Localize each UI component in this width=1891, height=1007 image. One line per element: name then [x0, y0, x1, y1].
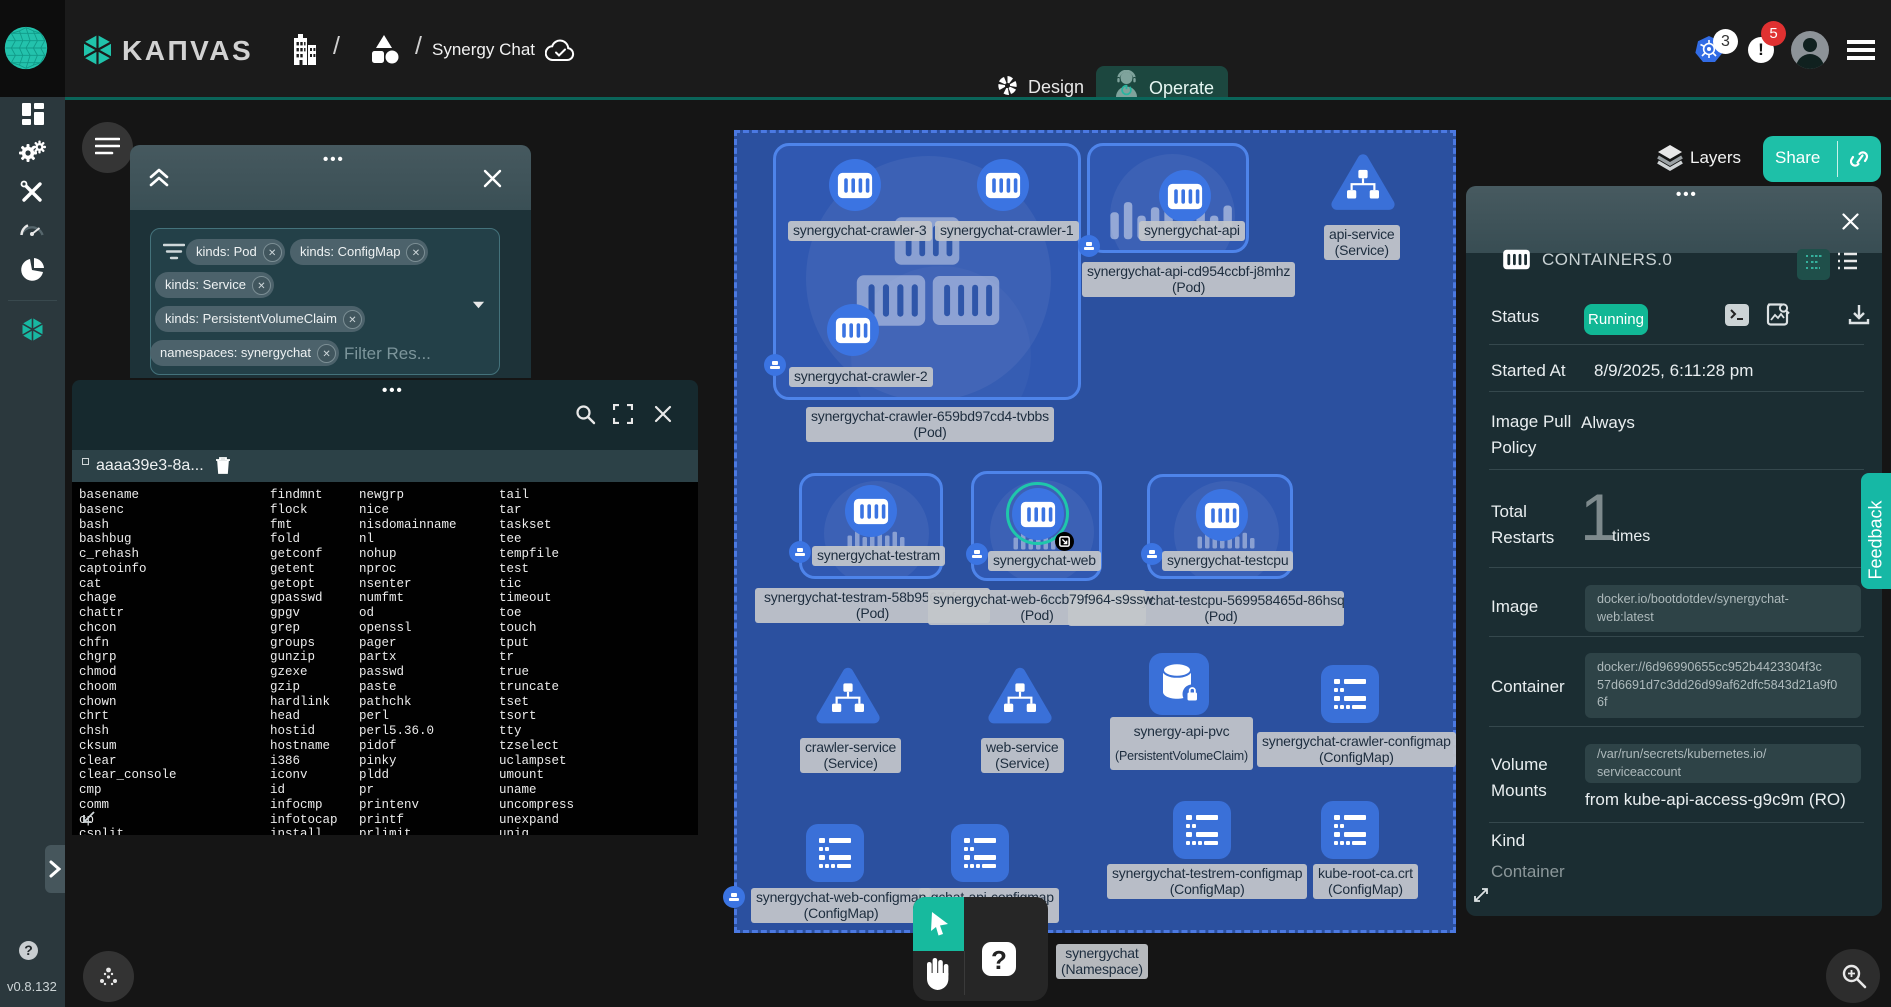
svg-text:?: ? [991, 945, 1007, 975]
